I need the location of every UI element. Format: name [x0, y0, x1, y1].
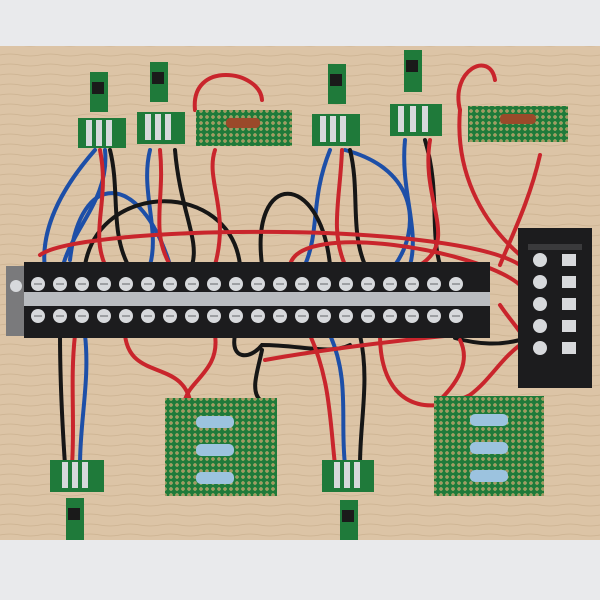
terminal-screws: [31, 277, 463, 323]
right-terminal-block: [518, 228, 592, 388]
top-resistor-boards: [196, 106, 568, 146]
bottom-perfboard-left: [165, 398, 277, 496]
transistor-board-3: [312, 64, 360, 146]
wires: [38, 63, 542, 467]
transistor-board-1: [78, 72, 126, 148]
main-terminal-strip: [6, 262, 490, 338]
transistor-board-2: [137, 62, 185, 144]
bottom-perfboard-right: [434, 396, 544, 496]
top-transistor-boards: [78, 50, 442, 148]
transistor-board-4: [390, 50, 442, 136]
bottom-transistor-boards: [50, 460, 374, 540]
